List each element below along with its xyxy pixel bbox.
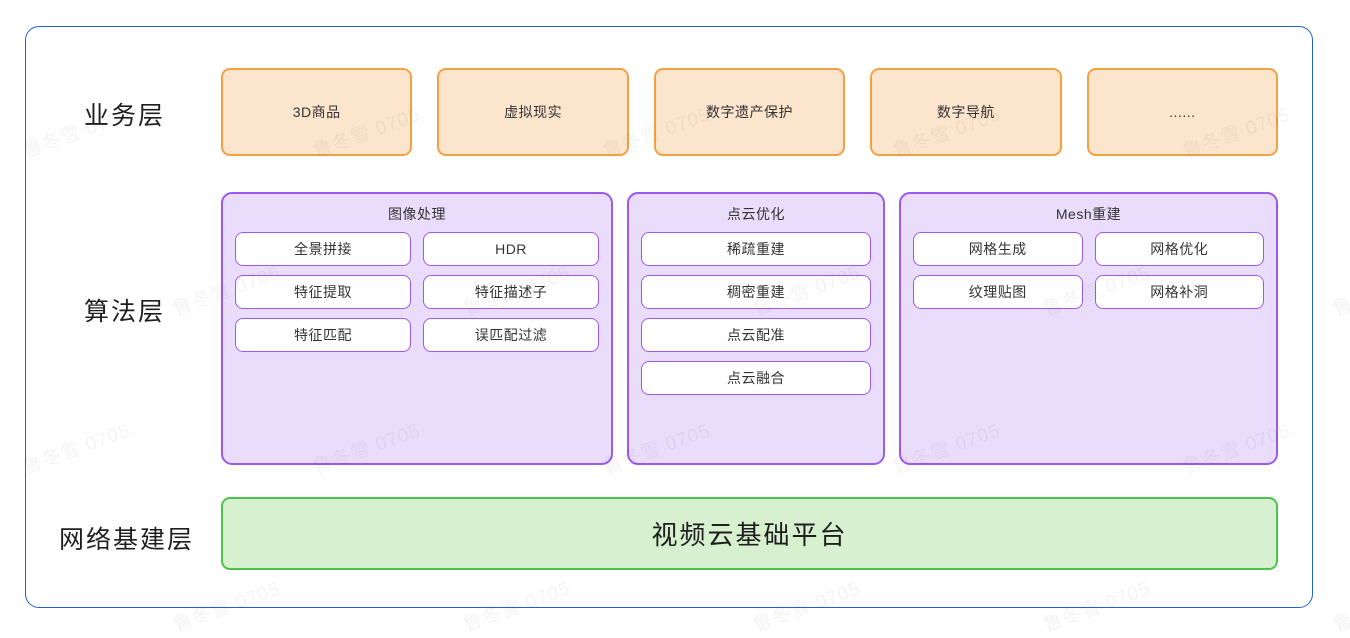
algo-item-panorama-stitching[interactable]: 全景拼接 bbox=[235, 232, 411, 266]
row-label-infrastructure: 网络基建层 bbox=[59, 526, 195, 554]
row-label-business: 业务层 bbox=[84, 102, 166, 130]
diagram-outer-frame bbox=[25, 26, 1313, 608]
algo-panel-mesh-reconstruction: Mesh重建 网格生成 网格优化 纹理贴图 网格补洞 bbox=[899, 192, 1278, 465]
algo-item-grid-mesh: 网格生成 网格优化 纹理贴图 网格补洞 bbox=[913, 232, 1264, 309]
watermark-text: 鲁冬雪 0705 bbox=[459, 0, 574, 5]
algo-item-point-cloud-fusion[interactable]: 点云融合 bbox=[641, 361, 871, 395]
algo-item-sparse-reconstruction[interactable]: 稀疏重建 bbox=[641, 232, 871, 266]
algo-item-feature-descriptor[interactable]: 特征描述子 bbox=[423, 275, 599, 309]
watermark-text: 鲁冬雪 0705 bbox=[1329, 574, 1350, 638]
algo-item-point-cloud-registration[interactable]: 点云配准 bbox=[641, 318, 871, 352]
algo-item-grid-point-cloud: 稀疏重建 稠密重建 点云配准 点云融合 bbox=[641, 232, 871, 395]
algo-item-mesh-hole-filling[interactable]: 网格补洞 bbox=[1094, 275, 1264, 309]
business-item-digital-navigation[interactable]: 数字导航 bbox=[870, 68, 1062, 156]
business-item-digital-heritage[interactable]: 数字遗产保护 bbox=[653, 68, 846, 156]
algo-panel-image-processing: 图像处理 全景拼接 HDR 特征提取 特征描述子 特征匹配 误匹配过滤 bbox=[221, 192, 613, 465]
algo-item-grid-image-processing: 全景拼接 HDR 特征提取 特征描述子 特征匹配 误匹配过滤 bbox=[235, 232, 599, 352]
algo-item-mismatch-filtering[interactable]: 误匹配过滤 bbox=[423, 318, 599, 352]
business-item-virtual-reality[interactable]: 虚拟现实 bbox=[437, 68, 629, 156]
watermark-text: 鲁冬雪 0705 bbox=[749, 0, 864, 5]
algo-item-feature-extraction[interactable]: 特征提取 bbox=[235, 275, 411, 309]
business-item-ellipsis[interactable]: ...... bbox=[1086, 68, 1279, 156]
business-layer-row: 3D商品 虚拟现实 数字遗产保护 数字导航 ...... bbox=[221, 68, 1279, 156]
watermark-text: 鲁冬雪 0705 bbox=[1039, 0, 1154, 5]
algo-panel-point-cloud-optimization: 点云优化 稀疏重建 稠密重建 点云配准 点云融合 bbox=[627, 192, 885, 465]
watermark-text: 鲁冬雪 0705 bbox=[1329, 0, 1350, 5]
algo-item-dense-reconstruction[interactable]: 稠密重建 bbox=[641, 275, 871, 309]
algo-item-mesh-generation[interactable]: 网格生成 bbox=[913, 232, 1083, 266]
business-item-3d-product[interactable]: 3D商品 bbox=[221, 68, 413, 156]
watermark-text: 鲁冬雪 0705 bbox=[1329, 258, 1350, 322]
algorithm-layer-row: 图像处理 全景拼接 HDR 特征提取 特征描述子 特征匹配 误匹配过滤 点云优化… bbox=[221, 192, 1278, 465]
algo-panel-title-point-cloud-optimization: 点云优化 bbox=[727, 206, 785, 222]
algo-panel-title-image-processing: 图像处理 bbox=[388, 206, 446, 222]
algo-panel-title-mesh-reconstruction: Mesh重建 bbox=[1055, 206, 1122, 222]
algo-item-feature-matching[interactable]: 特征匹配 bbox=[235, 318, 411, 352]
algo-item-hdr[interactable]: HDR bbox=[423, 232, 599, 266]
algo-item-texture-mapping[interactable]: 纹理贴图 bbox=[913, 275, 1083, 309]
algo-item-mesh-optimization[interactable]: 网格优化 bbox=[1094, 232, 1264, 266]
watermark-text: 鲁冬雪 0705 bbox=[169, 0, 284, 5]
row-label-algorithm: 算法层 bbox=[84, 298, 166, 326]
infrastructure-platform-bar[interactable]: 视频云基础平台 bbox=[221, 497, 1278, 570]
